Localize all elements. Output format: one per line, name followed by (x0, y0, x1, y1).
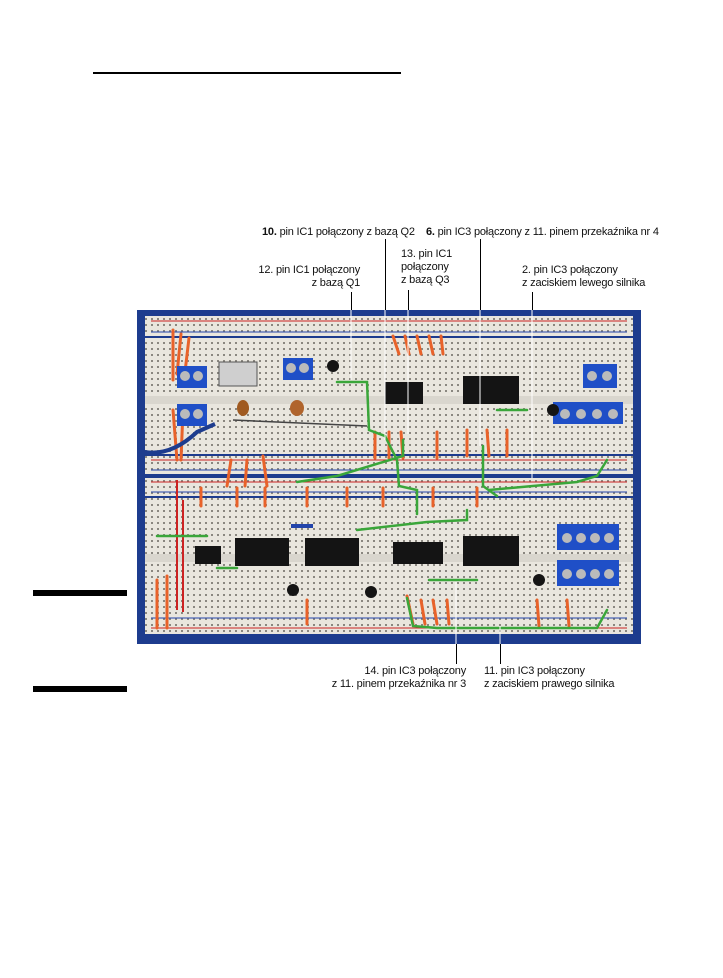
leader-pin2-top (532, 292, 533, 310)
label-pin6-ic3: 6. pin IC3 połączony z 11. pinem przekaź… (426, 226, 659, 238)
green-wires (155, 380, 609, 630)
label-pin2-line1: 2. pin IC3 połączony (522, 264, 618, 276)
leader-pin14-bottom (456, 644, 457, 664)
label-pin13-line1: 13. pin IC1 (401, 248, 453, 260)
label-pin14-line2: z 11. pinem przekaźnika nr 3 (331, 678, 466, 690)
side-rule-lower (33, 686, 127, 692)
side-rule-upper (33, 590, 127, 596)
transistors (287, 360, 559, 598)
label-pin14-line1: 14. pin IC3 połączony (364, 665, 466, 677)
label-pin13-line2: połączony (401, 261, 449, 273)
red-wires (176, 480, 184, 612)
leader-pin11-bottom (500, 644, 501, 664)
leader-pin10-top (385, 239, 386, 310)
top-rule (93, 72, 401, 74)
label-pin13-line3: z bazą Q3 (401, 274, 450, 286)
ics-and-relays (195, 361, 519, 566)
leader-pin6-top (480, 239, 481, 310)
misc-components (137, 400, 368, 528)
terminal-blocks (177, 358, 623, 586)
leader-pin12-top (351, 292, 352, 310)
label-pin11-ic3: 11. pin IC3 połączony z zaciskiem praweg… (484, 665, 615, 691)
label-pin14-ic3: 14. pin IC3 połączony z 11. pinem przeka… (330, 665, 466, 691)
label-pin13-ic1: 13. pin IC1 połączony z bazą Q3 (401, 248, 452, 287)
label-pin11-line1: 11. pin IC3 połączony (484, 665, 585, 677)
label-pin2-line2: z zaciskiem lewego silnika (522, 277, 646, 289)
label-pin11-line2: z zaciskiem prawego silnika (484, 678, 615, 690)
photo-leader-lines (350, 310, 533, 644)
label-pin2-ic3: 2. pin IC3 połączony z zaciskiem lewego … (522, 264, 645, 290)
leader-pin13-top (408, 290, 409, 310)
breadboard-photo (137, 310, 641, 644)
label-pin12-line2: z bazą Q1 (311, 277, 361, 289)
label-pin12-ic1: 12. pin IC1 połączony z bazą Q1 (258, 264, 360, 290)
label-pin10-ic1: 10. pin IC1 połączony z bazą Q2 (262, 226, 415, 238)
label-pin12-line1: 12. pin IC1 połączony (258, 264, 360, 276)
